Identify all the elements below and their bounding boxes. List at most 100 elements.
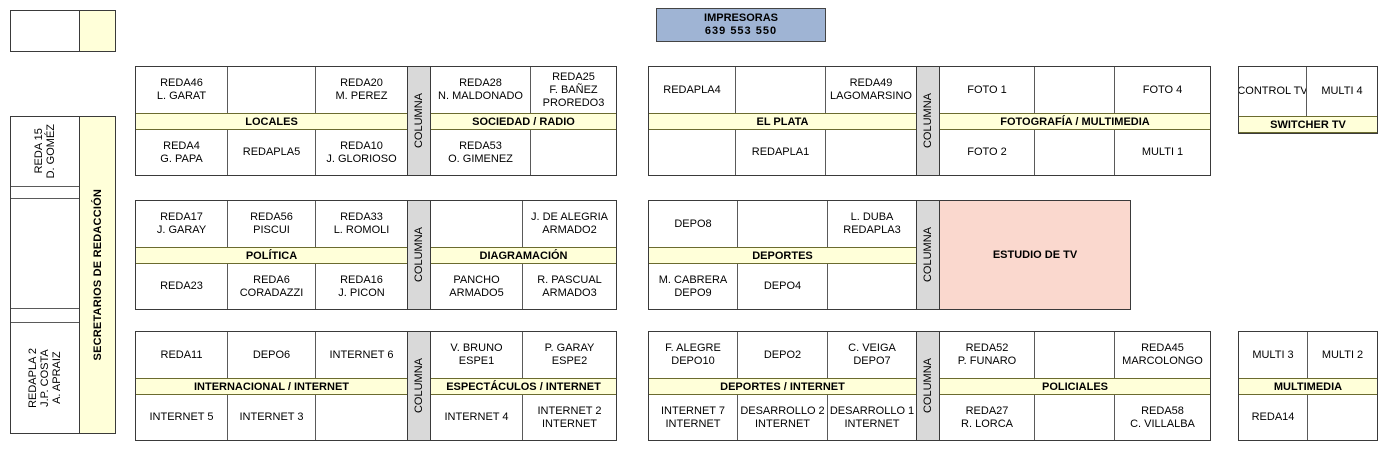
seat-cell[interactable]: [828, 264, 916, 309]
seat-cell[interactable]: MULTI 4: [1307, 67, 1377, 116]
sidebar-cell-divider-1[interactable]: [11, 187, 79, 199]
seat-cell[interactable]: [1035, 130, 1115, 175]
sidebar-cell-redapla2[interactable]: REDAPLA 2 J.P. COSTA A. APRAIZ: [11, 323, 79, 433]
department-banner-sociedad_radio: SOCIEDAD / RADIO: [431, 113, 616, 130]
seat-label: REDA17: [160, 211, 203, 223]
seat-cell[interactable]: DEPO2: [738, 332, 828, 378]
seat-label: INTERNET 5: [149, 411, 214, 423]
sidebar-cell-reda15[interactable]: REDA 15 D. GOMÉZ: [11, 117, 79, 187]
seat-label: DESARROLLO 1: [829, 404, 915, 417]
columna-separator: COLUMNA: [407, 67, 431, 175]
department-banner-el_plata: EL PLATA: [649, 113, 916, 130]
seat-cell[interactable]: [738, 201, 828, 247]
seat-label: FOTO 1: [967, 83, 1007, 96]
seat-cell[interactable]: [736, 67, 826, 113]
seat-label: ARMADO5: [449, 286, 504, 299]
seat-cell[interactable]: [316, 395, 407, 440]
seat-cell[interactable]: DEPO6: [228, 332, 316, 378]
seat-label: INTERNET 6: [329, 348, 394, 361]
seat-cell[interactable]: MULTI 1: [1115, 130, 1210, 175]
seat-cell[interactable]: REDAPLA4: [649, 67, 736, 113]
seat-cell[interactable]: FOTO 4: [1115, 67, 1210, 113]
seat-cell[interactable]: DEPO4: [738, 264, 828, 309]
seat-label: REDA49: [849, 77, 893, 89]
seat-cell[interactable]: REDA11: [136, 332, 228, 378]
sidebar-cell-redapla2-text: REDAPLA 2 J.P. COSTA A. APRAIZ: [27, 348, 63, 408]
sidebar-top-cell[interactable]: [11, 11, 79, 51]
seat-cell[interactable]: INTERNET 3: [228, 395, 316, 440]
seat-cell[interactable]: [826, 130, 916, 175]
seat-label: REDAPLA5: [242, 146, 301, 158]
columna-separator: COLUMNA: [407, 201, 431, 309]
seat-label: P. FUNARO: [957, 355, 1017, 367]
seat-cell[interactable]: [649, 130, 736, 175]
seat-cell[interactable]: INTERNET 6: [316, 332, 407, 378]
seat-cell[interactable]: [1035, 67, 1115, 113]
seat-label: MULTI 1: [1141, 146, 1184, 158]
sidebar-cell-column: REDA 15 D. GOMÉZ REDAPLA 2 J.P. COSTA A.…: [11, 117, 79, 433]
block-estudio-de-tv[interactable]: ESTUDIO DE TV: [940, 201, 1130, 309]
seat-cell[interactable]: REDAPLA5: [228, 130, 316, 175]
seat-cell[interactable]: [431, 201, 523, 247]
seat-cell[interactable]: MULTI 3: [1239, 332, 1308, 378]
seat-cell[interactable]: MULTI 2: [1308, 332, 1377, 378]
seat-cell[interactable]: REDA23: [136, 264, 228, 309]
seat-cell[interactable]: INTERNET 4: [431, 395, 523, 440]
seat-cell[interactable]: [228, 67, 316, 113]
seat-cell[interactable]: REDA14: [1239, 395, 1308, 440]
seat-cell[interactable]: CONTROL TV: [1239, 67, 1307, 116]
seat-label: REDA33: [340, 211, 383, 223]
seat-label: REDA53: [459, 139, 502, 152]
seat-cell[interactable]: DEPO8: [649, 201, 738, 247]
seat-cell[interactable]: [1308, 395, 1377, 440]
seat-cell[interactable]: REDAPLA1: [736, 130, 826, 175]
seat-cell[interactable]: [531, 130, 616, 175]
row-internacional_internet-bottom: INTERNET 5 INTERNET 3: [136, 395, 407, 440]
sidebar-cell-empty[interactable]: [11, 199, 79, 309]
seat-cell[interactable]: FOTO 2: [940, 130, 1035, 175]
seat-cell[interactable]: [1035, 332, 1115, 378]
sidebar-cell-divider-2[interactable]: [11, 309, 79, 323]
seat-cell[interactable]: INTERNET 5: [136, 395, 228, 440]
seat-cell[interactable]: FOTO 1: [940, 67, 1035, 113]
seat-cell[interactable]: [1035, 395, 1115, 440]
seat-label: DEPO9: [674, 286, 712, 299]
